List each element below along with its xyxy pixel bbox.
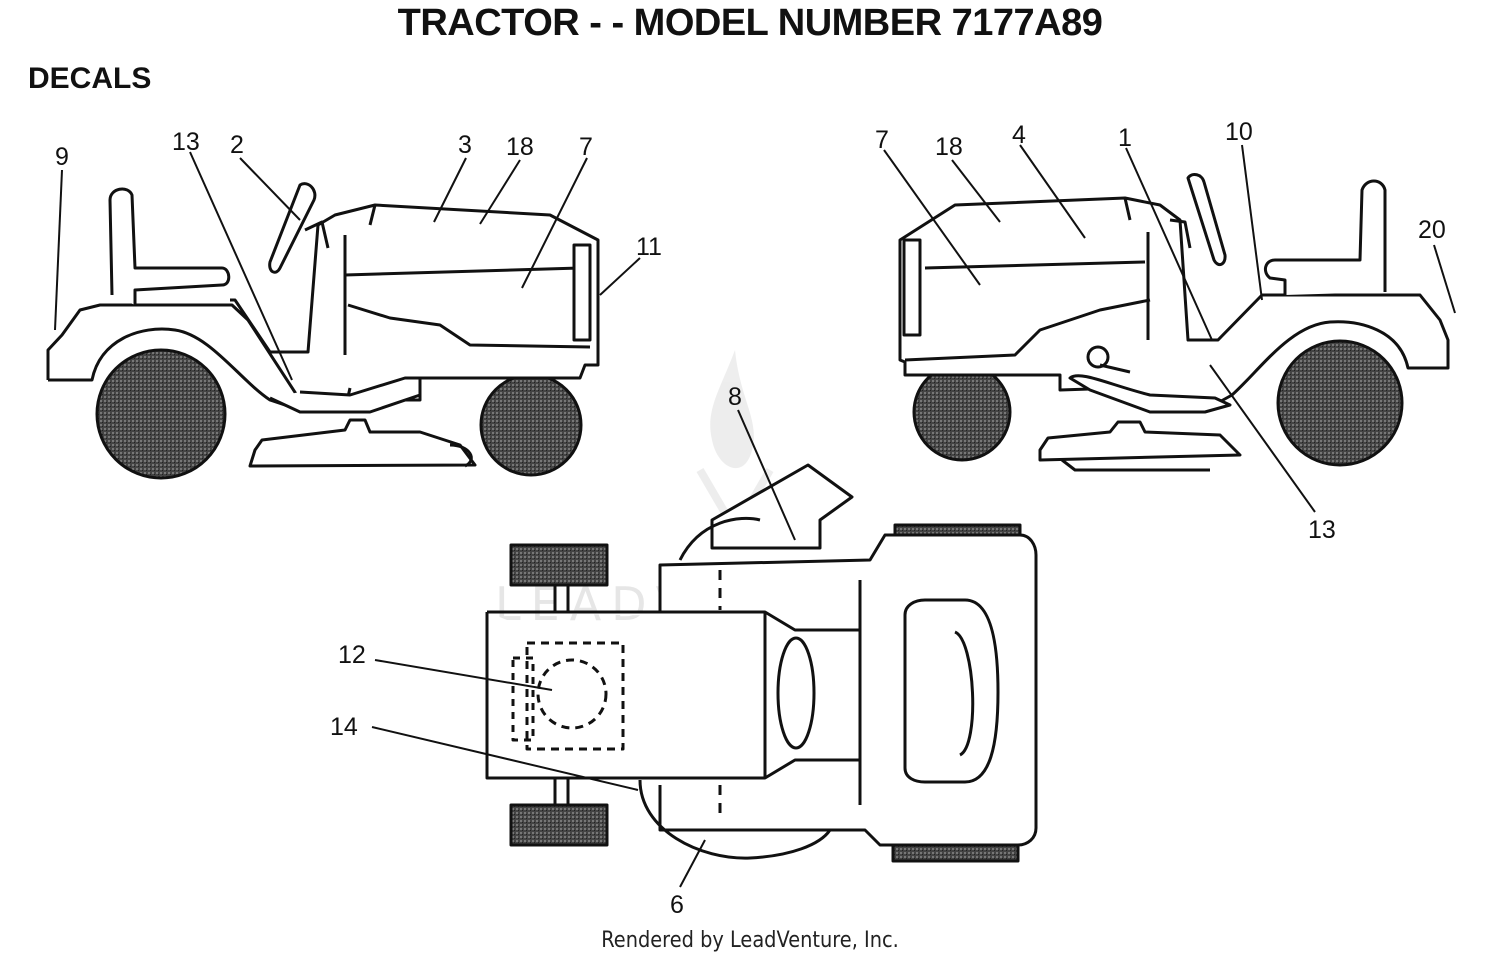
callouts-left-view: 9 13 2 3 18 7 11	[55, 128, 662, 261]
front-wheel	[912, 362, 1012, 462]
callout-label: 18	[935, 133, 963, 161]
footer-credit: Rendered by LeadVenture, Inc.	[601, 928, 899, 953]
callout-label: 20	[1418, 216, 1446, 244]
leader-lines	[54, 144, 1456, 888]
page-title: TRACTOR - - MODEL NUMBER 7177A89	[397, 2, 1103, 44]
callouts-right-view: 7 18 4 1 10 20 13	[875, 118, 1446, 544]
front-wheel-top	[509, 543, 609, 587]
callout-label: 14	[330, 713, 358, 741]
callout-label: 6	[670, 891, 684, 919]
callout-label: 13	[1308, 516, 1336, 544]
rear-wheel	[95, 348, 227, 480]
tractor-right-side-view	[898, 173, 1450, 472]
callout-label: 4	[1012, 121, 1026, 149]
callout-label: 1	[1118, 124, 1132, 152]
callout-label: 2	[230, 131, 244, 159]
callout-label: 3	[458, 131, 472, 159]
callout-label: 11	[636, 233, 662, 261]
callout-label: 12	[338, 641, 366, 669]
front-wheel-bottom	[509, 803, 609, 847]
callout-label: 18	[506, 133, 534, 161]
callout-label: 13	[172, 128, 200, 156]
callouts-top-view: 8 12 14 6	[330, 383, 742, 919]
callout-label: 10	[1225, 118, 1253, 146]
callout-label: 7	[875, 126, 889, 154]
rear-wheel-bottom	[891, 843, 1020, 863]
front-wheel	[479, 373, 583, 477]
callout-label: 9	[55, 143, 69, 171]
tractor-left-side-view	[46, 182, 600, 480]
section-title: DECALS	[28, 62, 152, 95]
tractor-top-view	[485, 463, 1038, 863]
callout-label: 7	[579, 133, 593, 161]
callout-label: 8	[728, 383, 742, 411]
rear-wheel	[1276, 339, 1404, 467]
